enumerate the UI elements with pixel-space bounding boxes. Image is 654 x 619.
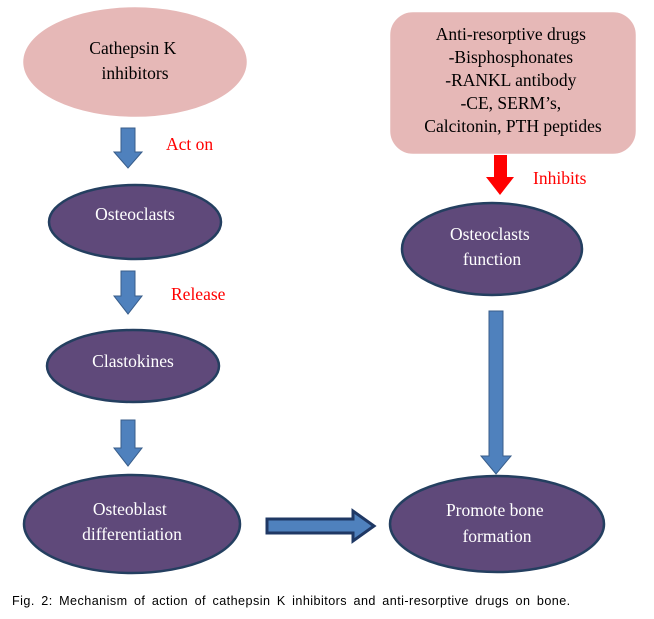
node-promote-bone-formation: Promote bone formation — [388, 474, 606, 574]
svg-text:Anti-resorptive drugs -B: Anti-resorptive drugs -Bisphosphonates -… — [424, 24, 602, 136]
edge-label-release: Release — [171, 284, 226, 304]
arrow-cathepsin-to-osteoclasts — [112, 127, 144, 169]
node-osteoclasts-function-line-2: function — [463, 249, 522, 269]
node-osteoclasts-function-line-1: Osteoclasts — [450, 224, 530, 244]
node-cathepsin-k-inhibitors-line-1: Cathepsin K — [89, 38, 176, 58]
node-clastokines: Clastokines — [45, 328, 221, 404]
node-cathepsin-k-inhibitors-line-2: inhibitors — [101, 63, 168, 83]
node-osteoblast-differentiation-line-1: Osteoblast — [93, 499, 167, 519]
node-promote-bone-formation-line-2: formation — [462, 526, 531, 546]
node-drugs-line-3: -RANKL antibody — [445, 70, 576, 90]
node-clastokines-line-1: Clastokines — [92, 351, 174, 371]
svg-text:Promote bone formation: Promote bone formation — [446, 500, 548, 546]
node-osteoblast-differentiation: Osteoblast differentiation — [22, 473, 242, 575]
node-osteoclasts-shape — [47, 183, 223, 261]
node-osteoclasts-function-shape — [400, 201, 584, 297]
node-osteoblast-differentiation-line-2: differentiation — [82, 524, 182, 544]
arrow-osteoclasts-to-clastokines — [112, 270, 144, 315]
node-osteoclasts-line-1: Osteoclasts — [95, 204, 175, 224]
svg-text:Clastokines: Clastokines — [92, 351, 174, 371]
arrow-clastokines-to-osteoblast — [112, 419, 144, 467]
arrow-osteoclast-function-to-promote-bone — [479, 310, 513, 475]
node-drugs-line-4: -CE, SERM’s, — [460, 93, 561, 113]
svg-text:Osteoclasts function: Osteoclasts function — [450, 224, 534, 269]
node-cathepsin-k-inhibitors-shape — [23, 7, 247, 117]
figure-caption: Fig. 2: Mechanism of action of cathepsin… — [12, 594, 571, 608]
node-osteoclasts: Osteoclasts — [47, 183, 223, 261]
node-promote-bone-formation-line-1: Promote bone — [446, 500, 544, 520]
node-promote-bone-formation-shape — [388, 474, 606, 574]
node-anti-resorptive-drugs: Anti-resorptive drugs -Bisphosphonates -… — [390, 12, 636, 154]
node-drugs-line-5: Calcitonin, PTH peptides — [424, 116, 602, 136]
svg-text:Cathepsin K inhibitors: Cathepsin K inhibitors — [89, 38, 180, 83]
arrow-drugs-to-osteoclast-function — [486, 155, 514, 195]
node-drugs-line-1: Anti-resorptive drugs — [436, 24, 586, 44]
node-clastokines-shape — [45, 328, 221, 404]
svg-text:Osteoclasts: Osteoclasts — [95, 204, 175, 224]
node-osteoblast-differentiation-shape — [22, 473, 242, 575]
node-anti-resorptive-drugs-shape — [390, 12, 636, 154]
node-cathepsin-k-inhibitors: Cathepsin K inhibitors — [23, 7, 247, 117]
node-osteoclasts-function: Osteoclasts function — [400, 201, 584, 297]
node-drugs-line-2: -Bisphosphonates — [449, 47, 574, 67]
edge-label-act-on: Act on — [166, 134, 213, 154]
edge-label-inhibits: Inhibits — [533, 168, 587, 188]
svg-text:Osteoblast differentiati: Osteoblast differentiation — [82, 499, 182, 544]
arrow-osteoblast-to-promote-bone — [265, 508, 377, 544]
